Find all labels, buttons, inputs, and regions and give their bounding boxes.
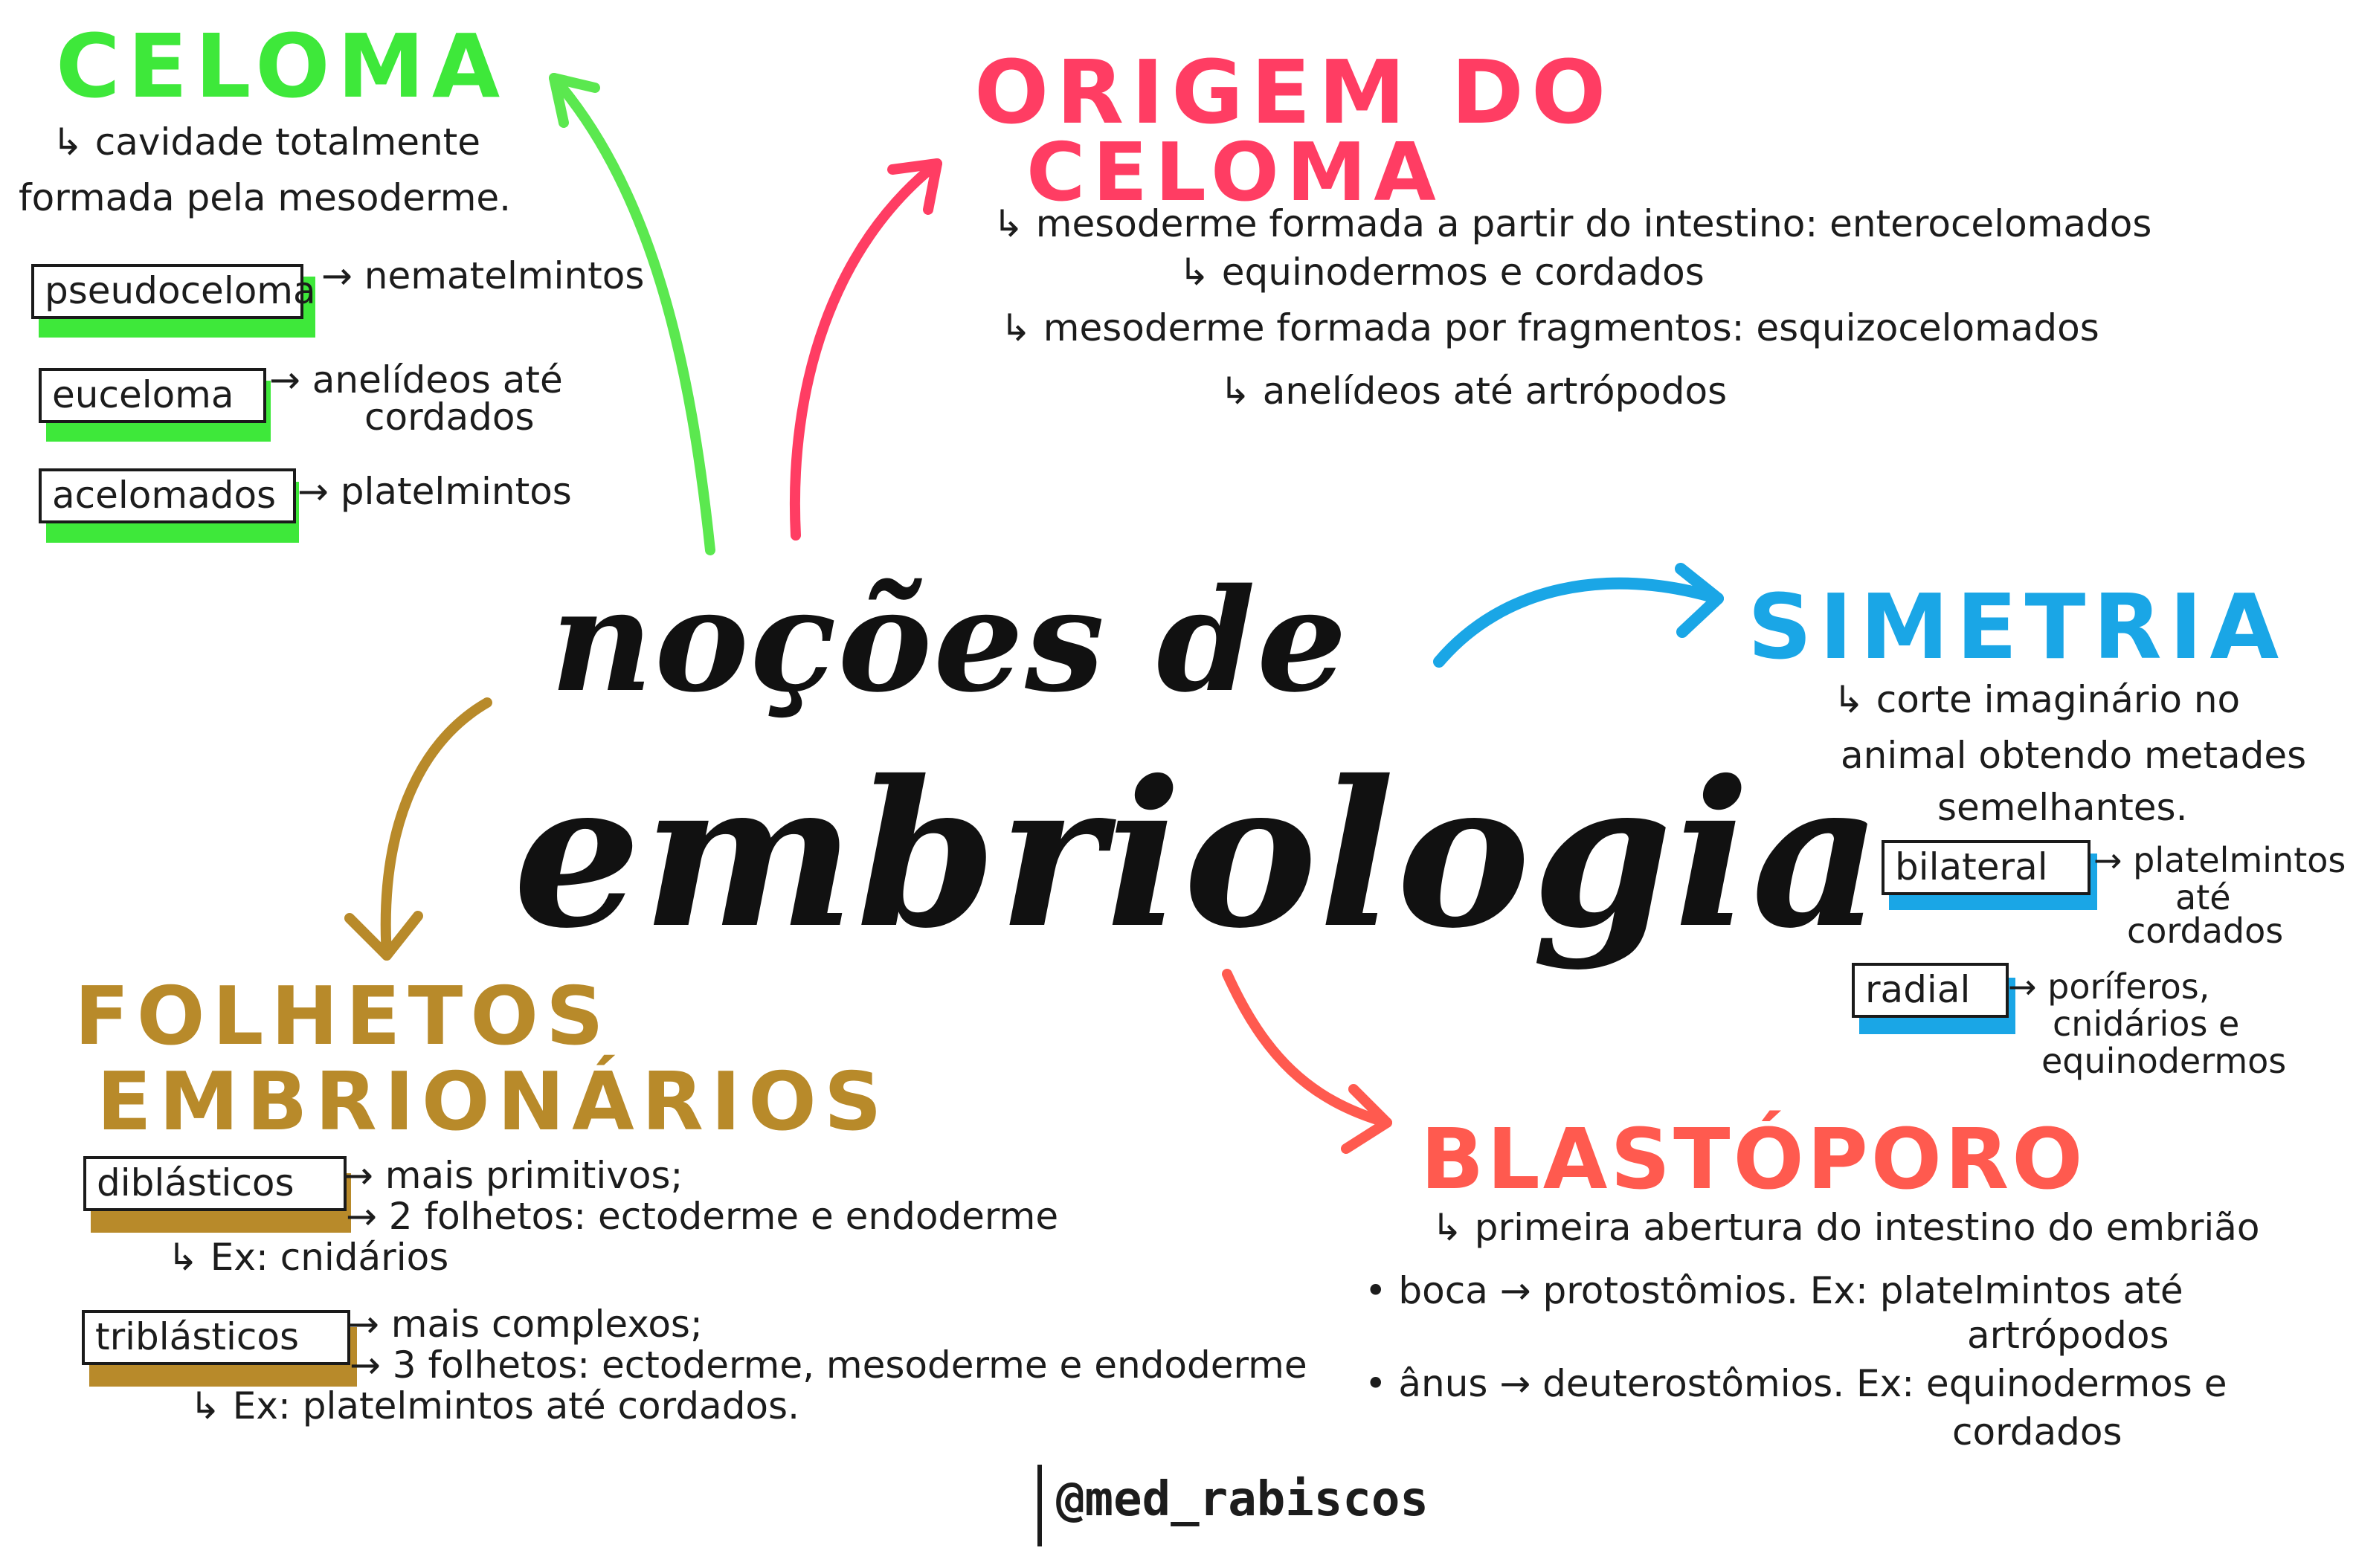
origem-heading-line2: CELOMA xyxy=(1026,126,1443,219)
diblasticos-line1: → mais primitivos; xyxy=(342,1154,683,1197)
folhetos-heading-line2: EMBRIONÁRIOS xyxy=(97,1056,889,1149)
blastoporo-boca-line2: artrópodos xyxy=(1967,1314,2169,1357)
radial-desc1: → poríferos, xyxy=(2008,967,2210,1007)
blastoporo-definition: ↳ primeira abertura do intestino do embr… xyxy=(1432,1206,2260,1249)
origem-line4: ↳ anelídeos até artrópodos xyxy=(1220,370,1728,413)
origem-line2: ↳ equinodermos e cordados xyxy=(1179,251,1705,294)
triblasticos-line2: → 3 folhetos: ectoderme, mesoderme e end… xyxy=(350,1343,1307,1387)
arrow-origem xyxy=(789,158,942,541)
main-title-line2: embriologia xyxy=(513,736,1884,972)
blastoporo-heading: BLASTÓPORO xyxy=(1420,1112,2086,1208)
radial-desc3: equinodermos xyxy=(2041,1041,2287,1081)
author-handle: @med_rabiscos xyxy=(1056,1472,1429,1527)
arrow-blastoporo xyxy=(1222,969,1392,1128)
blastoporo-anus-line1: • ânus → deuterostômios. Ex: equinodermo… xyxy=(1365,1362,2227,1405)
simetria-definition-line3: semelhantes. xyxy=(1937,786,2188,829)
bilateral-desc2: até xyxy=(2175,877,2231,917)
diblasticos-line2: → 2 folhetos: ectoderme e endoderme xyxy=(346,1195,1059,1238)
arrow-celoma xyxy=(549,73,715,555)
celoma-definition-line2: formada pela mesoderme. xyxy=(19,176,512,219)
bilateral-label: bilateral xyxy=(1882,840,2091,895)
arrow-folhetos xyxy=(380,697,492,961)
acelomados-label: acelomados xyxy=(39,468,296,523)
main-title-line1: noções de xyxy=(550,558,1349,723)
diblasticos-example: ↳ Ex: cnidários xyxy=(167,1236,449,1279)
bilateral-desc3: cordados xyxy=(2127,911,2284,951)
triblasticos-label: triblásticos xyxy=(82,1310,350,1365)
simetria-definition-line1: ↳ corte imaginário no xyxy=(1833,678,2241,721)
radial-desc2: cnidários e xyxy=(2053,1004,2240,1044)
pseudoceloma-desc: → nematelmintos xyxy=(321,254,645,297)
bilateral-desc1: → platelmintos xyxy=(2093,840,2346,880)
author-handle-divider xyxy=(1037,1465,1042,1546)
acelomados-desc: → platelmintos xyxy=(297,470,572,513)
folhetos-heading-line1: FOLHETOS xyxy=(74,970,611,1063)
euceloma-desc2: cordados xyxy=(364,396,535,439)
pseudoceloma-label: pseudoceloma xyxy=(31,264,316,319)
blastoporo-anus-line2: cordados xyxy=(1952,1410,2122,1454)
simetria-heading: SIMETRIA xyxy=(1748,576,2287,680)
origem-line3: ↳ mesoderme formada por fragmentos: esqu… xyxy=(1000,306,2099,349)
celoma-definition-line1: ↳ cavidade totalmente xyxy=(52,120,481,164)
blastoporo-boca-line1: • boca → protostômios. Ex: platelmintos … xyxy=(1365,1269,2183,1312)
triblasticos-example: ↳ Ex: platelmintos até cordados. xyxy=(190,1384,799,1427)
origem-line1: ↳ mesoderme formada a partir do intestin… xyxy=(993,202,2152,245)
radial-label: radial xyxy=(1852,963,2009,1018)
diblasticos-label: diblásticos xyxy=(83,1156,347,1211)
celoma-heading: CELOMA xyxy=(56,15,508,117)
simetria-definition-line2: animal obtendo metades xyxy=(1841,734,2307,777)
triblasticos-line1: → mais complexos; xyxy=(348,1303,703,1346)
arrow-simetria xyxy=(1433,577,1724,668)
euceloma-desc1: → anelídeos até xyxy=(269,358,563,401)
origem-heading-line1: ORIGEM DO xyxy=(974,41,1614,143)
euceloma-label: euceloma xyxy=(39,368,266,423)
